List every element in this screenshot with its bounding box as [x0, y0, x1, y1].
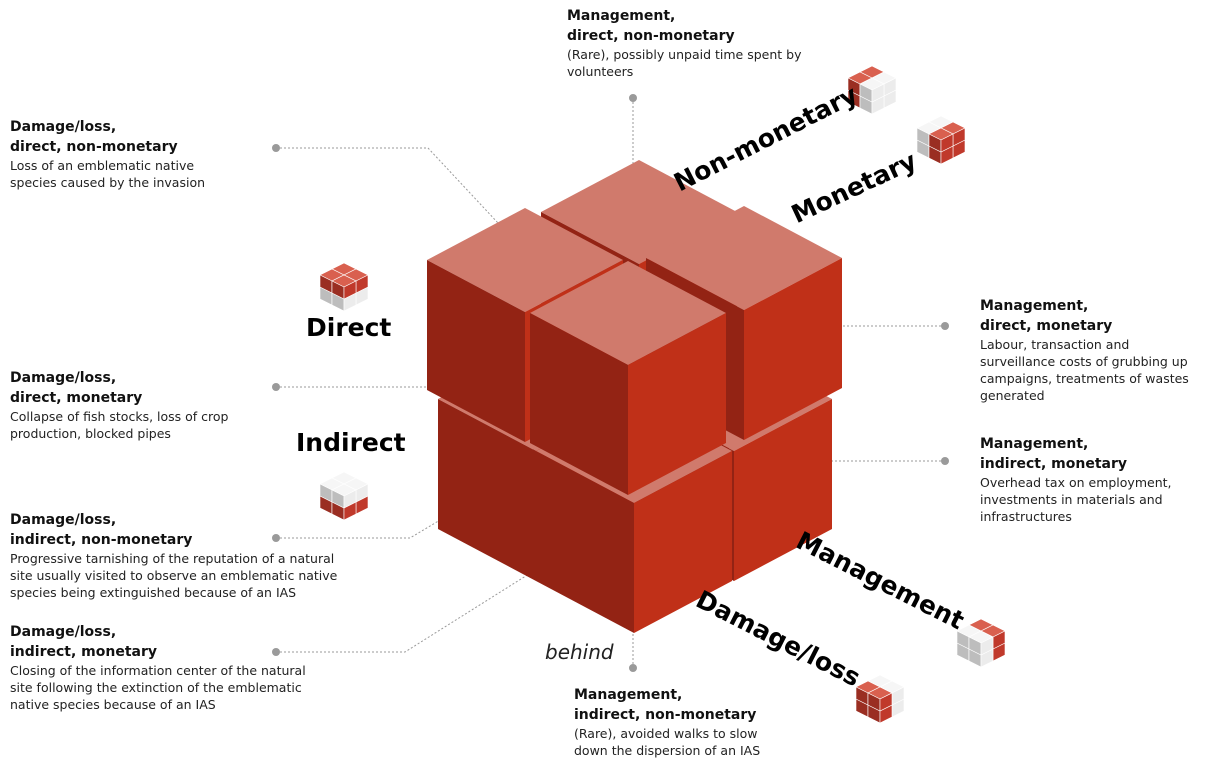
label-dmg-direct-monetary: Damage/loss, direct, monetary Collapse o…	[10, 368, 240, 442]
label-description: Loss of an emblematic native species cau…	[10, 158, 206, 190]
label-title-2: direct, monetary	[10, 390, 143, 406]
label-mgmt-indirect-monetary: Management, indirect, monetary Overhead …	[980, 434, 1195, 525]
mini-cube-non-monetary	[847, 65, 897, 115]
mini-cube-monetary	[916, 115, 966, 165]
leader-dots	[272, 94, 949, 672]
mini-cube-indirect	[319, 471, 369, 521]
mini-cube-direct	[319, 262, 369, 312]
label-title-2: indirect, monetary	[980, 456, 1128, 472]
label-dmg-indirect-monetary: Damage/loss, indirect, monetary Closing …	[10, 622, 315, 713]
label-title-1: Management,	[567, 8, 676, 24]
mini-cube-management	[956, 618, 1006, 668]
label-description: Closing of the information center of the…	[10, 663, 306, 712]
axis-indirect: Indirect	[296, 428, 406, 457]
label-description: Collapse of fish stocks, loss of crop pr…	[10, 409, 229, 441]
label-title-2: indirect, non-monetary	[10, 532, 193, 548]
label-mgmt-direct-monetary: Management, direct, monetary Labour, tra…	[980, 296, 1205, 404]
label-title-1: Management,	[980, 436, 1089, 452]
label-description: (Rare), avoided walks to slow down the d…	[574, 726, 761, 758]
axis-direct: Direct	[306, 313, 392, 342]
label-title-2: direct, non-monetary	[10, 139, 178, 155]
label-title-2: indirect, monetary	[10, 644, 158, 660]
label-title-2: direct, non-monetary	[567, 28, 735, 44]
label-title-1: Management,	[574, 687, 683, 703]
label-description: Overhead tax on employment, investments …	[980, 475, 1172, 524]
mini-cube-damage-loss	[855, 674, 905, 724]
label-description: Progressive tarnishing of the reputation…	[10, 551, 338, 600]
label-title-2: indirect, non-monetary	[574, 707, 757, 723]
label-description: (Rare), possibly unpaid time spent by vo…	[567, 47, 802, 79]
label-title-1: Damage/loss,	[10, 370, 117, 386]
label-title-1: Damage/loss,	[10, 624, 117, 640]
label-dmg-direct-nonmonetary: Damage/loss, direct, non-monetary Loss o…	[10, 117, 240, 191]
label-title-1: Damage/loss,	[10, 119, 117, 135]
label-mgmt-direct-nonmonetary: Management, direct, non-monetary (Rare),…	[567, 6, 817, 80]
label-title-1: Management,	[980, 298, 1089, 314]
main-cube	[427, 160, 842, 633]
label-title-2: direct, monetary	[980, 318, 1113, 334]
mini-cubes	[319, 65, 1006, 724]
label-mgmt-indirect-nonmonetary: Management, indirect, non-monetary (Rare…	[574, 685, 774, 759]
label-description: Labour, transaction and surveillance cos…	[980, 337, 1189, 403]
label-title-1: Damage/loss,	[10, 512, 117, 528]
behind-label: behind	[545, 640, 614, 664]
label-dmg-indirect-nonmonetary: Damage/loss, indirect, non-monetary Prog…	[10, 510, 340, 601]
